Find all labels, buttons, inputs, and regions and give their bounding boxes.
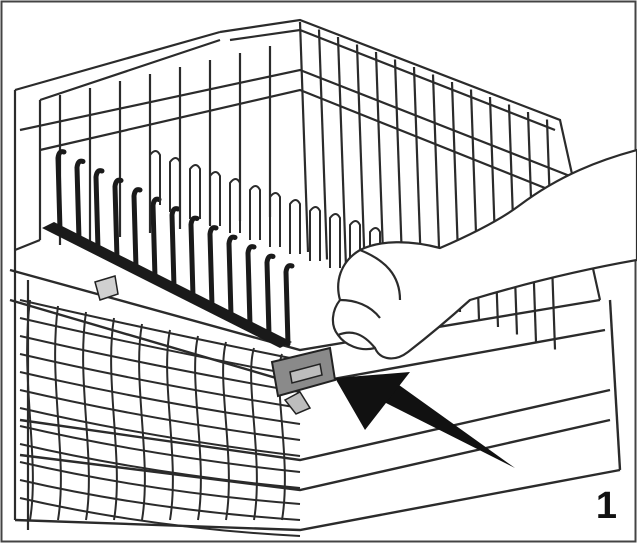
back-wire [298, 21, 310, 253]
release-latch-clip [94, 275, 337, 415]
pointer-arrow [335, 372, 515, 468]
back-tine [369, 227, 381, 282]
back-tine [149, 150, 161, 205]
background-tine-row [149, 150, 381, 282]
floor-wire [19, 389, 301, 441]
floor-wire [19, 479, 301, 521]
floor-wire [19, 335, 301, 393]
back-tine [269, 192, 281, 247]
floor-wire [222, 341, 230, 521]
back-wire [336, 36, 348, 268]
step-number-label: 1 [595, 485, 617, 527]
rack-floor-grid [19, 299, 301, 537]
tine [226, 234, 238, 318]
back-tine [289, 199, 301, 254]
floor-wire [19, 299, 301, 361]
tine [207, 225, 219, 309]
tine [74, 158, 86, 242]
back-tine [229, 178, 241, 233]
back-tine [309, 206, 321, 261]
back-tine [349, 220, 361, 275]
floor-wire [19, 497, 301, 537]
floor-wire [19, 407, 301, 457]
back-tine [209, 171, 221, 226]
tine [188, 215, 200, 299]
floor-wire [19, 425, 301, 473]
tine [93, 168, 105, 252]
back-tine [189, 164, 201, 219]
tine [150, 196, 162, 280]
hand-illustration [331, 148, 637, 360]
floor-wire [166, 329, 174, 521]
floor-wire [138, 323, 146, 521]
floor-wire [19, 371, 301, 425]
back-wire [317, 29, 329, 260]
tine [112, 177, 124, 261]
tine [169, 206, 181, 290]
rack-front-rails [9, 268, 622, 532]
tine-row-bar [42, 222, 292, 348]
tine [283, 263, 295, 347]
tine [55, 149, 67, 233]
tine [131, 187, 143, 271]
floor-wire [19, 317, 301, 377]
back-wire [355, 44, 367, 275]
folding-tine-row [55, 149, 295, 347]
floor-wire [26, 299, 34, 521]
back-tine [169, 157, 181, 212]
floor-wire [110, 317, 118, 521]
tine [245, 244, 257, 328]
floor-wire [82, 311, 90, 521]
floor-wire [19, 461, 301, 505]
floor-wire [54, 305, 62, 521]
tine [264, 253, 276, 337]
rack-back-wall [14, 18, 602, 350]
floor-wire [19, 353, 301, 409]
back-tine [249, 185, 261, 240]
floor-wire [250, 347, 258, 521]
back-tine [329, 213, 341, 268]
